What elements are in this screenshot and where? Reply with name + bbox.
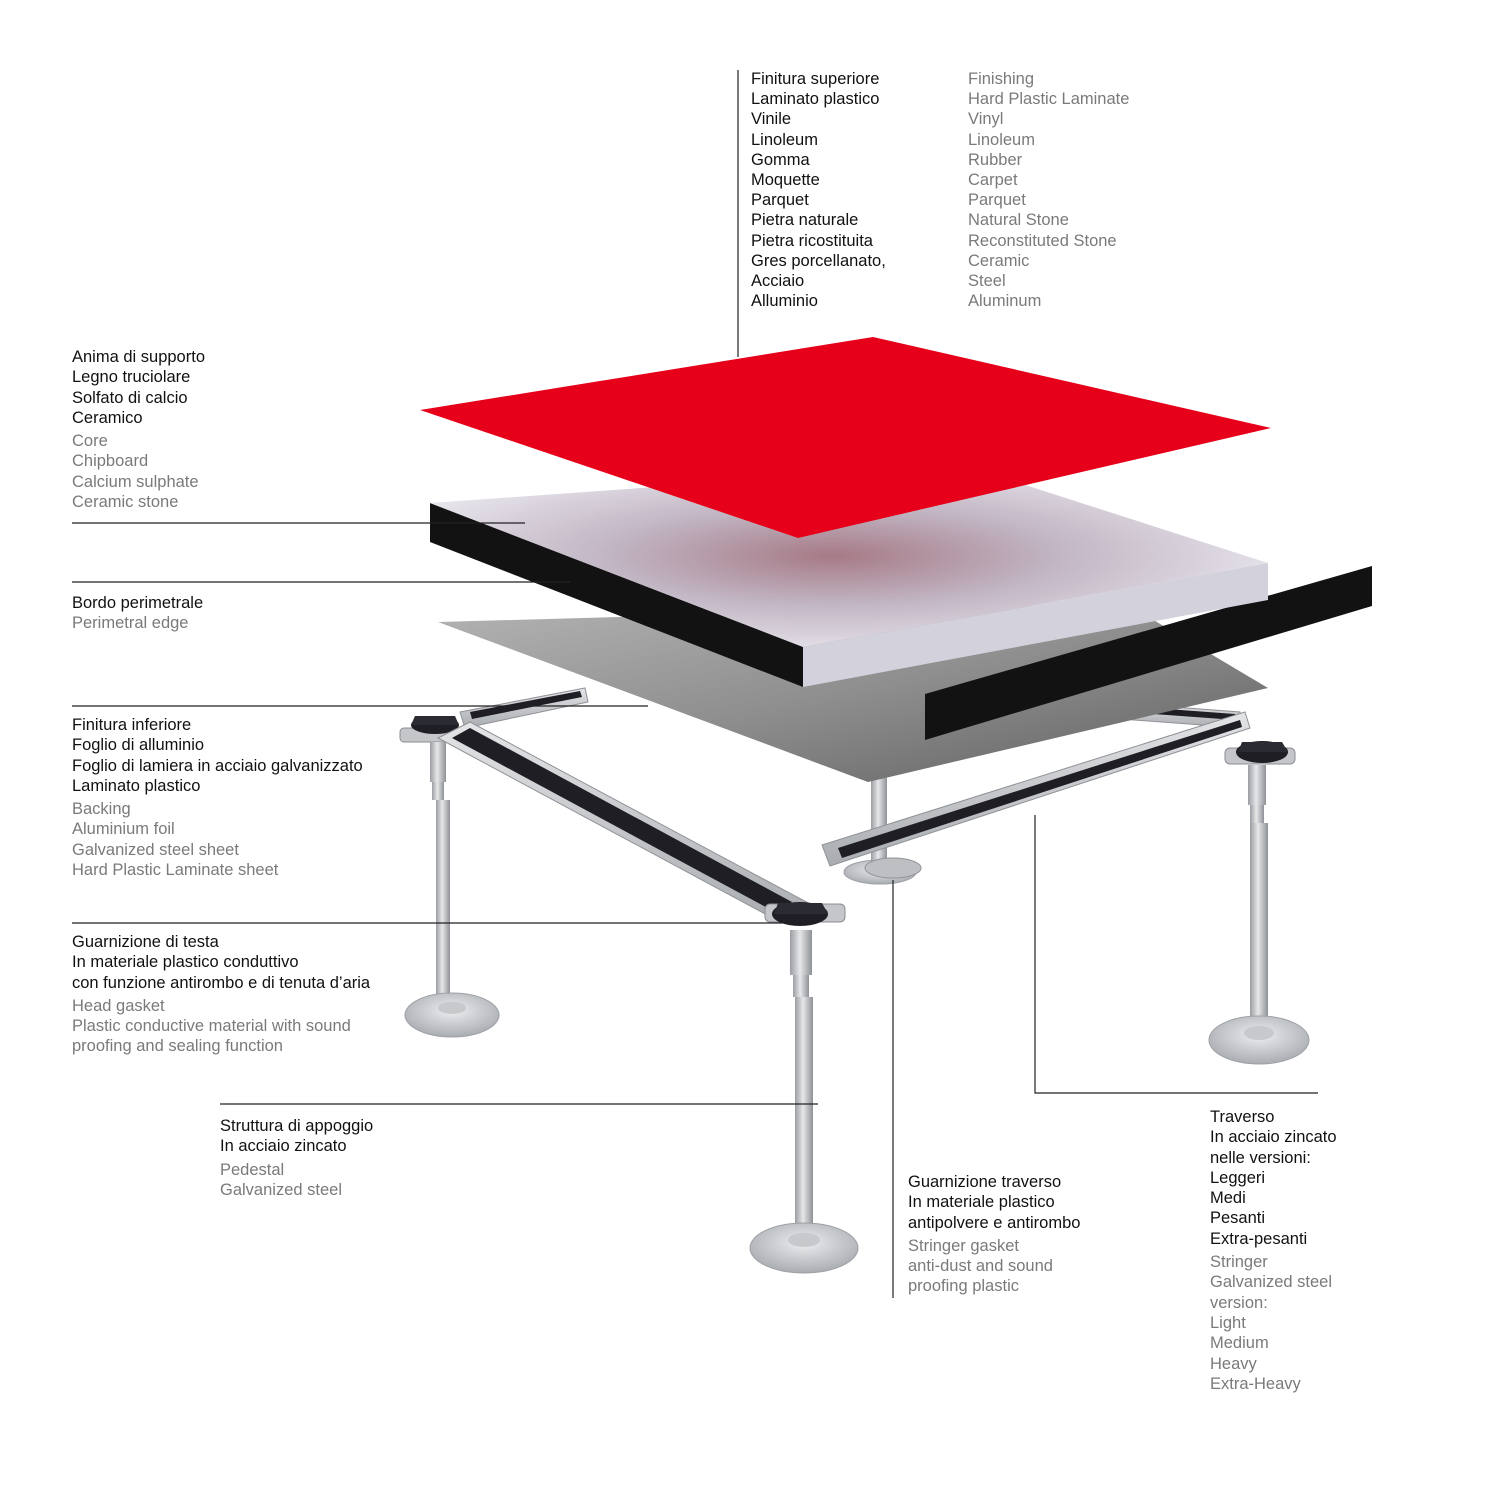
- stringer-gasket-label: Guarnizione traverso In materiale plasti…: [908, 1172, 1080, 1297]
- perimetral-edge-label: Bordo perimetrale Perimetral edge: [72, 593, 203, 634]
- core-panel: [430, 465, 1268, 687]
- backing-en-line: Backing: [72, 800, 131, 819]
- stringer-gasket-it-line: Guarnizione traverso: [908, 1173, 1062, 1191]
- finishing-it-line: Parquet: [751, 191, 809, 210]
- backing-en-line: Hard Plastic Laminate sheet: [72, 861, 279, 880]
- stringer-it-line: In acciaio zincato: [1210, 1128, 1337, 1147]
- pedestal-front-left: [404, 742, 500, 1038]
- backing-en-line: Aluminium foil: [72, 820, 175, 839]
- pedestal-front: [749, 930, 859, 1274]
- head-gasket-it-line: Guarnizione di testa: [72, 933, 219, 951]
- core-en-line: Ceramic stone: [72, 493, 179, 512]
- pedestal-it-line: Struttura di appoggio: [220, 1117, 374, 1135]
- stringer-en-line: Light: [1210, 1313, 1246, 1332]
- core-it-line: Legno truciolare: [72, 368, 191, 387]
- stringer-en-line: Medium: [1210, 1334, 1269, 1353]
- stringer-label: Traverso In acciaio zincato nelle versio…: [1210, 1107, 1337, 1394]
- head-gasket-it-line: In materiale plastico conduttivo: [72, 953, 299, 972]
- finishing-it-line: Vinile: [751, 110, 792, 129]
- core-en-line: Calcium sulphate: [72, 472, 199, 491]
- backing-sheet: [438, 603, 1268, 782]
- finishing-en-line: Hard Plastic Laminate: [968, 90, 1130, 109]
- finishing-en-line: Ceramic: [968, 251, 1030, 270]
- edge-en-line: Perimetral edge: [72, 614, 189, 633]
- finishing-it-line: Alluminio: [751, 292, 818, 311]
- finishing-en-line: Carpet: [968, 171, 1018, 190]
- edge-strip-right: [925, 566, 1372, 740]
- finishing-en-line: Parquet: [968, 191, 1026, 210]
- finishing-list-english: Finishing Hard Plastic Laminate Vinyl Li…: [968, 69, 1129, 311]
- stringer-back-left: [459, 687, 589, 729]
- stringer-it-line: Medi: [1210, 1189, 1246, 1208]
- pedestal-right: [1208, 765, 1310, 1065]
- finishing-it-line: Finitura superiore: [751, 70, 880, 88]
- stringer-left: [436, 721, 814, 923]
- backing-label: Finitura inferiore Foglio di alluminio F…: [72, 715, 363, 880]
- stringer-gasket-it-line: In materiale plastico: [908, 1193, 1055, 1212]
- finishing-list-italian: Finitura superiore Laminato plastico Vin…: [751, 69, 886, 311]
- stringer-it-line: Pesanti: [1210, 1209, 1266, 1228]
- finishing-en-line: Linoleum: [968, 130, 1035, 149]
- finishing-it-line: Linoleum: [751, 130, 818, 149]
- finishing-en-line: Reconstituted Stone: [968, 231, 1117, 250]
- stringer-en-line: version:: [1210, 1293, 1268, 1312]
- finishing-en-line: Steel: [968, 272, 1006, 291]
- finishing-it-line: Pietra naturale: [751, 211, 859, 230]
- backing-it-line: Laminato plastico: [72, 776, 201, 795]
- stringer-en-line: Extra-Heavy: [1210, 1374, 1301, 1393]
- head-gasket-label: Guarnizione di testa In materiale plasti…: [72, 932, 370, 1057]
- stringer-en-line: Stringer: [1210, 1253, 1268, 1272]
- leader-lines: [72, 70, 1318, 1298]
- finishing-it-line: Gomma: [751, 150, 810, 169]
- finishing-en-line: Finishing: [968, 70, 1035, 88]
- stringer-gasket-en-line: Stringer gasket: [908, 1236, 1019, 1255]
- pedestal-it-line: In acciaio zincato: [220, 1137, 347, 1156]
- backing-it-line: Finitura inferiore: [72, 716, 192, 734]
- pedestal-en-line: Pedestal: [220, 1160, 285, 1179]
- stringer-gasket-it-line: antipolvere e antirombo: [908, 1213, 1081, 1232]
- edge-it-line: Bordo perimetrale: [72, 594, 204, 612]
- finishing-en-line: Vinyl: [968, 110, 1004, 129]
- stringer-it-line: Traverso: [1210, 1108, 1275, 1126]
- core-it-line: Ceramico: [72, 408, 143, 427]
- stringer-front-right: [821, 711, 1251, 879]
- stringer-en-line: Heavy: [1210, 1354, 1257, 1373]
- finishing-it-line: Pietra ricostituita: [751, 231, 873, 250]
- stringer-it-line: Extra-pesanti: [1210, 1229, 1308, 1248]
- finishing-it-line: Gres porcellanato,: [751, 251, 886, 270]
- head-gasket-it-line: con funzione antirombo e di tenuta d’ari…: [72, 973, 371, 992]
- finishing-en-line: Natural Stone: [968, 211, 1069, 230]
- core-it-line: Anima di supporto: [72, 348, 205, 366]
- head-gasket-en-line: Head gasket: [72, 996, 165, 1015]
- head-gasket-front: [764, 902, 846, 926]
- backing-it-line: Foglio di lamiera in acciaio galvanizzat…: [72, 756, 363, 775]
- finishing-sheet: [420, 337, 1271, 538]
- finishing-en-line: Aluminum: [968, 292, 1042, 311]
- pedestal-en-line: Galvanized steel: [220, 1180, 342, 1199]
- stringer-en-line: Galvanized steel: [1210, 1273, 1332, 1292]
- core-en-line: Core: [72, 432, 108, 451]
- core-it-line: Solfato di calcio: [72, 388, 188, 407]
- pedestal-label: Struttura di appoggio In acciaio zincato…: [220, 1116, 373, 1200]
- head-gasket-en-line: Plastic conductive material with sound: [72, 1017, 351, 1036]
- finishing-it-line: Acciaio: [751, 272, 805, 291]
- backing-en-line: Galvanized steel sheet: [72, 840, 239, 859]
- core-label: Anima di supporto Legno truciolare Solfa…: [72, 347, 205, 512]
- head-gasket-right: [1224, 741, 1296, 765]
- finishing-it-line: Moquette: [751, 171, 820, 190]
- stringer-gasket-en-line: anti-dust and sound: [908, 1257, 1053, 1276]
- head-gasket-en-line: proofing and sealing function: [72, 1037, 283, 1056]
- stringer-gasket-en-line: proofing plastic: [908, 1277, 1019, 1296]
- backing-it-line: Foglio di alluminio: [72, 736, 205, 755]
- finishing-it-line: Laminato plastico: [751, 90, 880, 109]
- core-en-line: Chipboard: [72, 452, 149, 471]
- finishing-en-line: Rubber: [968, 150, 1023, 169]
- stringer-it-line: Leggeri: [1210, 1168, 1266, 1187]
- stringer-it-line: nelle versioni:: [1210, 1148, 1311, 1167]
